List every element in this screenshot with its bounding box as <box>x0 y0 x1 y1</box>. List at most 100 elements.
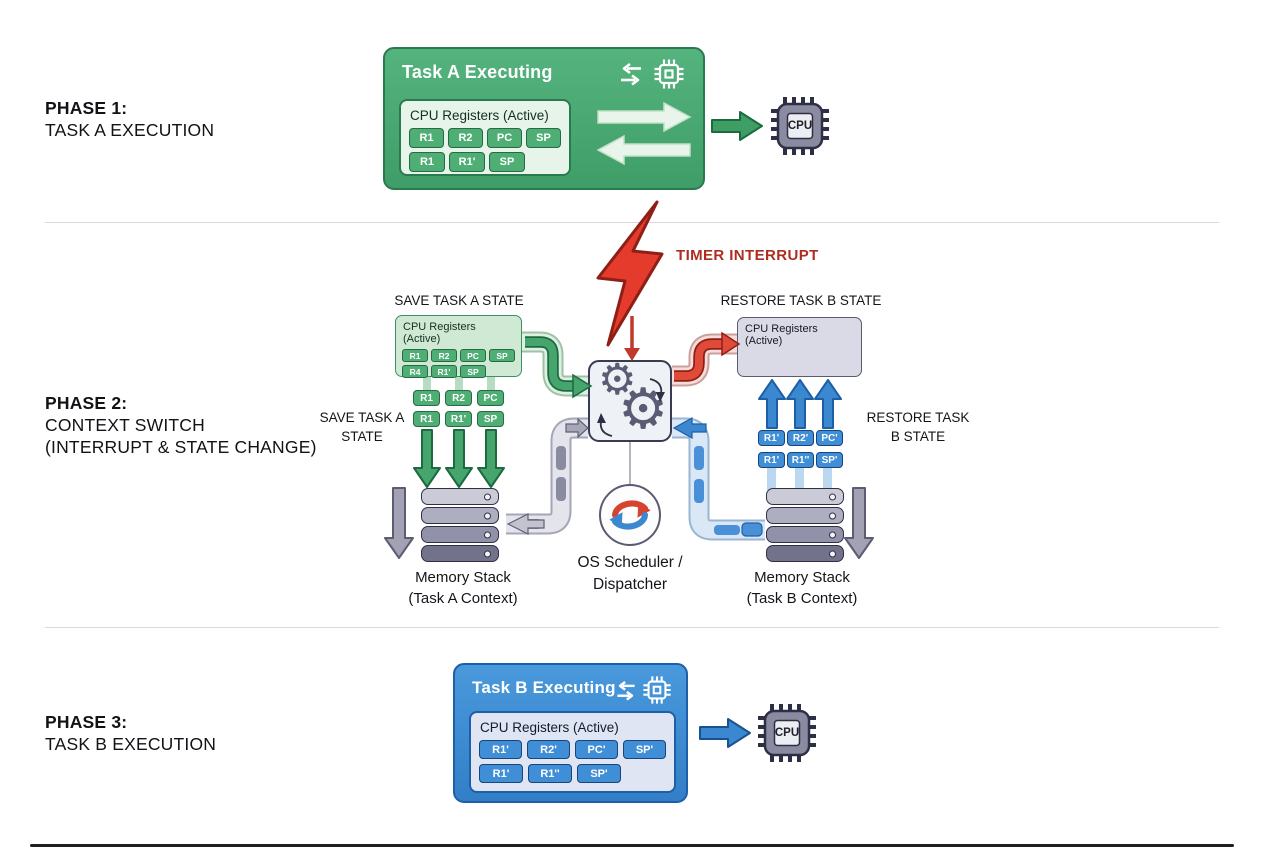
save-state-title: SAVE TASK A STATE <box>394 293 524 308</box>
phase3-label: PHASE 3: TASK B EXECUTION <box>45 711 216 755</box>
scheduler-label-line1: OS Scheduler / <box>577 554 683 571</box>
cpu-chip-icon <box>758 704 816 762</box>
memory-stack-b-line1: Memory Stack <box>754 569 850 586</box>
swap-arrows-icon <box>617 62 645 87</box>
memory-stack-bar <box>766 526 844 543</box>
restored-register-row: R1' R1'' SP' <box>758 452 843 468</box>
task-a-to-cpu-arrow <box>711 111 763 141</box>
stack-led-dot <box>829 531 836 538</box>
stack-led-dot <box>829 550 836 557</box>
cpu-chip-b: CPU <box>757 703 817 763</box>
cpu-chip-icon <box>653 58 685 90</box>
cpu-chip-a: CPU <box>770 96 830 156</box>
restore-registers-panel: CPU Registers (Active) <box>737 317 862 377</box>
bottom-rule <box>30 844 1234 847</box>
register-chip: R4 <box>402 365 428 378</box>
task-b-box: Task B Executing CPU Registers (Active) <box>453 663 688 803</box>
phase1-label-line1: PHASE 1: <box>45 98 128 118</box>
stack-led-dot <box>484 493 491 500</box>
saved-register-row: R1 R1' SP <box>413 411 504 427</box>
restore-side-label: RESTORE TASK B STATE <box>867 408 970 446</box>
phase2-label: PHASE 2: CONTEXT SWITCH (INTERRUPT & STA… <box>45 392 317 458</box>
save-side-line2: STATE <box>341 429 383 444</box>
scheduler-cycle-badge <box>599 484 661 546</box>
stack-led-dot <box>829 512 836 519</box>
stack-b-pipe <box>672 416 765 541</box>
task-a-registers-panel: CPU Registers (Active) R1 R2 PC SP R1 R1… <box>399 99 571 176</box>
register-chip: PC' <box>816 430 843 446</box>
register-row: R1' R1'' SP' <box>479 764 666 783</box>
register-chip: R1' <box>431 365 457 378</box>
memory-stack-a-line2: (Task A Context) <box>408 590 518 607</box>
scheduler-label-line2: Dispatcher <box>592 576 668 593</box>
register-chip: R1 <box>409 152 445 172</box>
register-chip: R2 <box>448 128 483 148</box>
register-row: R1' R2' PC' SP' <box>479 740 666 759</box>
memory-stack-b-line2: (Task B Context) <box>746 590 858 607</box>
restore-up-arrows <box>758 379 842 429</box>
swap-arrows-icon <box>614 680 638 702</box>
register-chip: SP <box>489 152 525 172</box>
register-chip: SP <box>526 128 561 148</box>
lightning-bolt-icon <box>596 200 664 347</box>
memory-stack-a-label: Memory Stack (Task A Context) <box>408 567 517 609</box>
task-a-title: Task A Executing <box>402 62 553 82</box>
register-chip: SP' <box>623 740 666 759</box>
timer-interrupt-label: TIMER INTERRUPT <box>676 247 819 264</box>
restore-state-title: RESTORE TASK B STATE <box>720 293 882 308</box>
restore-side-line2: B STATE <box>890 429 946 444</box>
phase2-label-line3: (INTERRUPT & STATE CHANGE) <box>45 437 317 457</box>
memory-stack-b <box>766 488 844 562</box>
memory-stack-a-line1: Memory Stack <box>415 569 511 586</box>
register-chip: PC <box>477 390 504 406</box>
task-b-registers-panel: CPU Registers (Active) R1' R2' PC' SP' R… <box>469 711 676 793</box>
restore-pipe-red <box>672 331 741 387</box>
cpu-label: CPU <box>787 120 813 132</box>
phase2-label-line1: PHASE 2: <box>45 393 128 413</box>
stack-led-dot <box>484 512 491 519</box>
register-row: R4 R1' SP <box>402 365 515 378</box>
memory-stack-bar <box>421 545 499 562</box>
memory-stack-bar <box>421 507 499 524</box>
stack-led-dot <box>484 550 491 557</box>
memory-stack-bar <box>421 526 499 543</box>
save-down-arrows <box>413 429 505 488</box>
register-chip: R2 <box>445 390 472 406</box>
task-a-registers-title: CPU Registers (Active) <box>410 108 549 123</box>
register-chip: SP <box>489 349 515 362</box>
cpu-chip-icon <box>771 97 829 155</box>
cpu-chip-icon <box>642 675 672 705</box>
save-side-line1: SAVE TASK A <box>319 410 405 425</box>
phase3-label-line2: TASK B EXECUTION <box>45 734 217 754</box>
phase-divider-2 <box>45 627 1219 628</box>
stack-a-pipe <box>506 417 589 535</box>
register-chip: R1' <box>479 764 523 783</box>
register-chip: R1' <box>479 740 522 759</box>
phase2-label-line2: CONTEXT SWITCH <box>45 415 205 435</box>
register-chip: PC' <box>575 740 618 759</box>
register-chip: R1' <box>449 152 485 172</box>
task-b-title: Task B Executing <box>472 678 616 697</box>
register-row: R1 R1' SP <box>409 152 561 172</box>
register-chip: SP <box>460 365 486 378</box>
gear-icon: ⚙ <box>618 377 669 442</box>
cycle-icon <box>609 500 651 530</box>
memory-stack-a <box>421 488 499 562</box>
phase1-label-line2: TASK A EXECUTION <box>45 120 215 140</box>
register-chip: R1'' <box>787 452 814 468</box>
memory-stack-bar <box>421 488 499 505</box>
memory-stack-bar <box>766 545 844 562</box>
save-registers-title: CPU Registers (Active) <box>403 321 476 345</box>
register-chip: R1' <box>758 430 785 446</box>
register-chip: R1 <box>413 411 440 427</box>
task-b-to-cpu-arrow <box>699 718 751 748</box>
register-chip: SP' <box>816 452 843 468</box>
phase1-label: PHASE 1: TASK A EXECUTION <box>45 97 214 141</box>
register-chip: SP <box>477 411 504 427</box>
register-chip: R2' <box>787 430 814 446</box>
register-chip: R2 <box>431 349 457 362</box>
stack-led-dot <box>484 531 491 538</box>
save-pipe <box>522 331 593 399</box>
register-chip: R1 <box>413 390 440 406</box>
